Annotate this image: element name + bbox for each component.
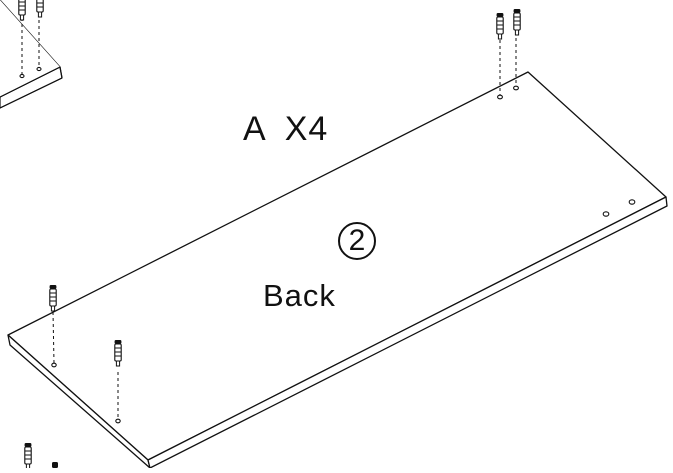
panel-a bbox=[7, 71, 668, 469]
part-label: A X4 bbox=[243, 112, 328, 146]
previous-panel-fill bbox=[0, 0, 63, 109]
dowel-pin-icon bbox=[36, 0, 44, 18]
dowel-pin-icon bbox=[49, 284, 57, 312]
insertion-guides bbox=[21, 14, 517, 419]
part-letter: A bbox=[243, 110, 267, 148]
part-quantity: X4 bbox=[284, 110, 329, 148]
panel-holes bbox=[19, 66, 636, 424]
dowel-pin-icon bbox=[513, 8, 521, 36]
side-label: Back bbox=[263, 278, 336, 313]
dowel-pin-icon bbox=[52, 462, 58, 468]
step-number-badge: 2 bbox=[338, 222, 376, 260]
dowel-pin-icon bbox=[496, 12, 504, 40]
dowel-pin-icon bbox=[18, 0, 26, 21]
dowel-pin-icon bbox=[24, 442, 32, 470]
